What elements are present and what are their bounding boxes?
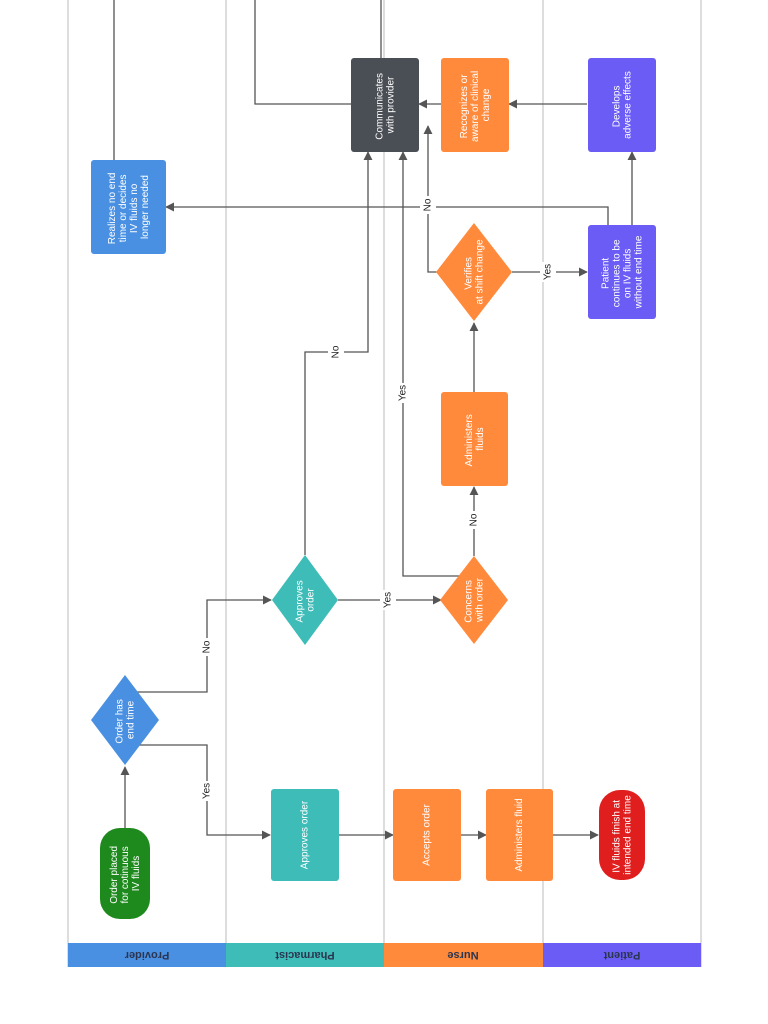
node-start-label: Order placed for cotinuous IV fluids <box>109 843 142 904</box>
node-concerns-label: Concerns with order <box>463 577 485 623</box>
edge-concerns-yes <box>398 151 474 577</box>
node-has-end-time: Order has end time <box>91 675 159 765</box>
lane-header-provider: Provider <box>68 943 226 967</box>
node-administers-fluid: Administers fluid <box>486 789 553 881</box>
node-realizes: Realizes no end time or decides IV fluid… <box>91 160 166 254</box>
edge-label-yes-approve: Yes <box>383 592 394 608</box>
edge-decision-yes <box>125 744 271 840</box>
edge-label-no-concerns: No <box>469 513 480 526</box>
node-administers-fluids-label: Administers fluids <box>464 411 486 466</box>
node-verifies-label: Verifies at shift change <box>463 239 485 304</box>
node-approves-order-decision: Approves order <box>272 555 338 645</box>
lane-label-provider: Provider <box>124 949 169 961</box>
edge-label-yes-concerns: Yes <box>398 385 409 401</box>
node-has-end-time-label: Order has end time <box>114 696 136 743</box>
node-realizes-label: Realizes no end time or decides IV fluid… <box>107 170 151 245</box>
node-adverse-label: Develops adverse effects <box>611 71 633 139</box>
node-communicates-label: Communicates with provider <box>374 70 396 139</box>
edge-label-yes-verifies: Yes <box>543 264 554 280</box>
edge-decision-no <box>125 595 272 693</box>
edge-continues-to-realizes <box>165 202 609 225</box>
lane-header-patient: Patient <box>543 943 701 967</box>
edge-labels: Yes No Yes No No Yes Yes No <box>199 196 556 801</box>
node-accepts-order-label: Accepts order <box>422 803 433 865</box>
node-start: Order placed for cotinuous IV fluids <box>100 828 150 919</box>
node-verifies: Verifies at shift change <box>436 223 512 321</box>
node-recognizes: Recognizes or aware of clinical change <box>441 58 509 152</box>
lane-header-pharmacist: Pharmacist <box>226 943 384 967</box>
lane-header-nurse: Nurse <box>384 943 543 967</box>
node-adverse: Develops adverse effects <box>588 58 656 152</box>
edge-verify-no <box>423 125 437 273</box>
edge-communicates-loop <box>254 0 351 105</box>
node-concerns: Concerns with order <box>440 556 508 644</box>
node-accepts-order: Accepts order <box>393 789 461 881</box>
edge-label-no-verifies: No <box>423 198 434 211</box>
node-continues: Patient continues to be on IV fluids wit… <box>588 225 656 319</box>
node-end: IV fluids finish at intended end time <box>599 790 645 880</box>
node-administers-fluids: Administers fluids <box>441 392 508 486</box>
node-communicates: Communicates with provider <box>351 58 419 152</box>
node-recognizes-label: Recognizes or aware of clinical change <box>459 68 492 142</box>
lane-label-nurse: Nurse <box>447 949 478 961</box>
lane-label-pharmacist: Pharmacist <box>275 949 335 961</box>
node-pharm-approves-order-label: Approves order <box>300 800 311 869</box>
node-end-label: IV fluids finish at intended end time <box>611 795 633 875</box>
node-pharm-approves-order: Approves order <box>271 789 339 881</box>
node-approves-order-decision-label: Approves order <box>294 577 316 622</box>
lane-label-patient: Patient <box>603 949 640 961</box>
edge-label-no-approve: No <box>331 345 342 358</box>
node-administers-fluid-label: Administers fluid <box>514 798 525 871</box>
edge-label-yes-end-time: Yes <box>202 783 213 799</box>
edge-label-no-end-time: No <box>202 640 213 653</box>
node-continues-label: Patient continues to be on IV fluids wit… <box>600 235 644 309</box>
